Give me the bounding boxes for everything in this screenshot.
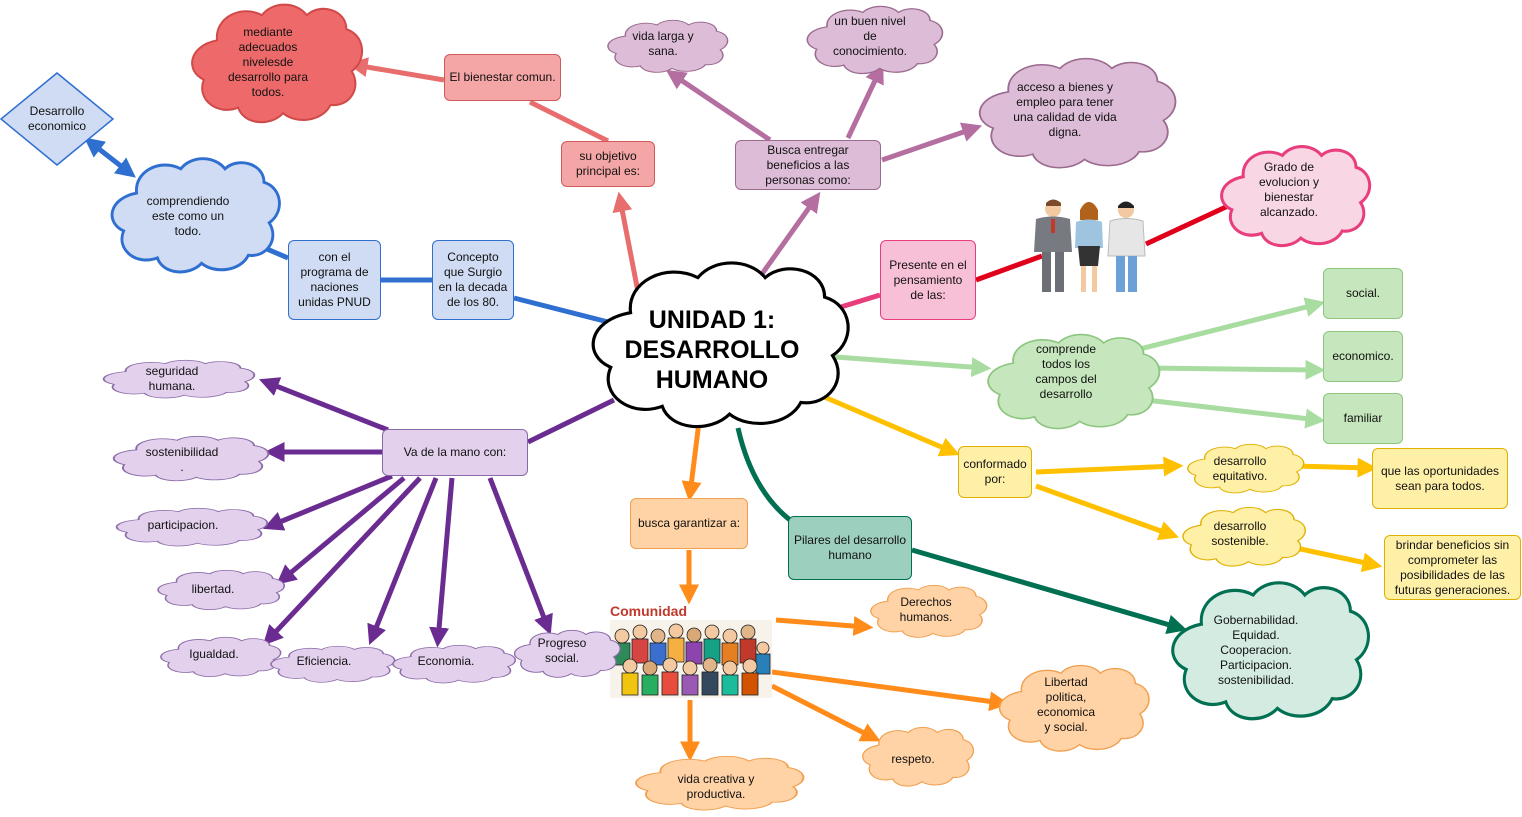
connector-orange (770, 683, 881, 742)
connector-green (1127, 297, 1326, 355)
connector-yellow (1293, 457, 1378, 478)
programa-box[interactable]: con el programa de naciones unidas PNUD (288, 240, 381, 320)
concepto-box[interactable]: Concepto que Surgio en la decada de los … (432, 240, 514, 320)
social-box[interactable]: social. (1323, 268, 1403, 319)
respeto-cloud-text[interactable]: respeto. (891, 751, 935, 766)
eficiencia-cloud-text[interactable]: Eficiencia. (296, 653, 352, 668)
connector-purple (276, 476, 406, 585)
va-de-la-mano-box[interactable]: Va de la mano con: (382, 429, 528, 476)
connector-orange (775, 616, 874, 637)
connector-purple (262, 476, 422, 646)
connector-green (1145, 359, 1326, 380)
participacion-cloud-text[interactable]: participacion. (147, 517, 219, 532)
sostenible-cloud-text[interactable]: desarrollo sostenible. (1211, 519, 1269, 548)
familiar-box[interactable]: familiar (1323, 393, 1403, 444)
comprende-cloud-text[interactable]: comprende todos los campos del desarroll… (1035, 342, 1097, 401)
acceso-bienes-cloud-text[interactable]: acceso a bienes y empleo para tener una … (1013, 80, 1117, 139)
connector-red (528, 99, 610, 144)
diamond-shape (0, 72, 115, 166)
objetivo-box[interactable]: su objetivo principal es: (561, 141, 655, 187)
connector-mauve (845, 63, 884, 140)
vida-larga-cloud-text[interactable]: vida larga y sana. (632, 29, 694, 58)
bienestar-comun-box[interactable]: El bienestar comun. (444, 54, 561, 101)
economia-cloud-text[interactable]: Economia. (417, 653, 475, 668)
connector-red-dark (1144, 203, 1230, 247)
derechos-humanos-cloud-text[interactable]: Derechos humanos. (899, 595, 953, 624)
pilares-box[interactable]: Pilares del desarrollo humano (788, 516, 912, 580)
community-image (610, 620, 772, 698)
connector-blue (84, 137, 136, 178)
connector-red-dark (975, 253, 1043, 283)
seguridad-humana-cloud-text[interactable]: seguridad humana. (145, 364, 199, 393)
conocimiento-cloud-text[interactable]: un buen nivel de conocimiento. (832, 13, 908, 58)
connector-red (612, 191, 641, 293)
connector-teal (735, 427, 792, 522)
comunidad-label: Comunidad (610, 602, 687, 619)
connector-green (821, 353, 992, 378)
connector-purple (526, 397, 616, 445)
connector-yellow (1295, 545, 1383, 573)
connector-mauve (665, 69, 772, 143)
connector-purple (367, 477, 439, 645)
connector-purple (487, 477, 553, 635)
conformado-box[interactable]: conformado por: (958, 446, 1032, 498)
connector-purple (259, 377, 389, 433)
libertad-politica-cloud-text[interactable]: Libertad politica, economica y social. (1036, 675, 1096, 734)
oportunidades-box[interactable]: que las oportunidades sean para todos. (1372, 448, 1508, 509)
connector-yellow (1035, 483, 1180, 541)
connector-teal (911, 547, 1188, 635)
equitativo-cloud-text[interactable]: desarrollo equitativo. (1212, 454, 1268, 483)
connector-blue (513, 295, 613, 326)
people-icon (1034, 199, 1146, 292)
connector-orange (771, 669, 1010, 712)
connector-yellow (821, 393, 960, 457)
grado-evolucion-cloud-text[interactable]: Grado de evolucion y bienestar alcanzado… (1258, 160, 1320, 219)
connector-yellow (1035, 456, 1184, 477)
connector-mauve (881, 122, 983, 163)
connector-purple (263, 473, 393, 531)
progreso-social-cloud-text[interactable]: Progreso social. (537, 636, 587, 665)
connector-purple (429, 477, 455, 648)
vida-creativa-cloud-text[interactable]: vida creativa y productiva. (677, 772, 755, 801)
igualdad-cloud-text[interactable]: Igualdad. (189, 646, 239, 661)
presente-box[interactable]: Presente en el pensamiento de las: (880, 240, 976, 320)
economico-box[interactable]: economico. (1323, 331, 1403, 382)
comprendiendo-cloud-text[interactable]: comprendiendo este como un todo. (146, 193, 230, 238)
sostenibilidad-cloud-text[interactable]: sostenibilidad . (145, 445, 219, 474)
connector-red (347, 57, 445, 83)
busca-entregar-box[interactable]: Busca entregar beneficios a las personas… (735, 140, 881, 190)
brindar-beneficios-box[interactable]: brindar beneficios sin comprometer las p… (1384, 535, 1521, 600)
central-topic[interactable]: UNIDAD 1: DESARROLLO HUMANO (624, 306, 800, 394)
connector-green (1145, 397, 1326, 429)
mediante-cloud-text[interactable]: mediante adecuados nivelesde desarrollo … (227, 24, 309, 99)
libertad-cloud-text[interactable]: libertad. (191, 581, 235, 596)
desarrollo-economico-diamond-text[interactable]: Desarrollo economico (27, 104, 87, 133)
busca-garantizar-box[interactable]: busca garantizar a: (630, 498, 748, 549)
pilares-list-cloud-text[interactable]: Gobernabilidad. Equidad. Cooperacion. Pa… (1213, 612, 1299, 687)
